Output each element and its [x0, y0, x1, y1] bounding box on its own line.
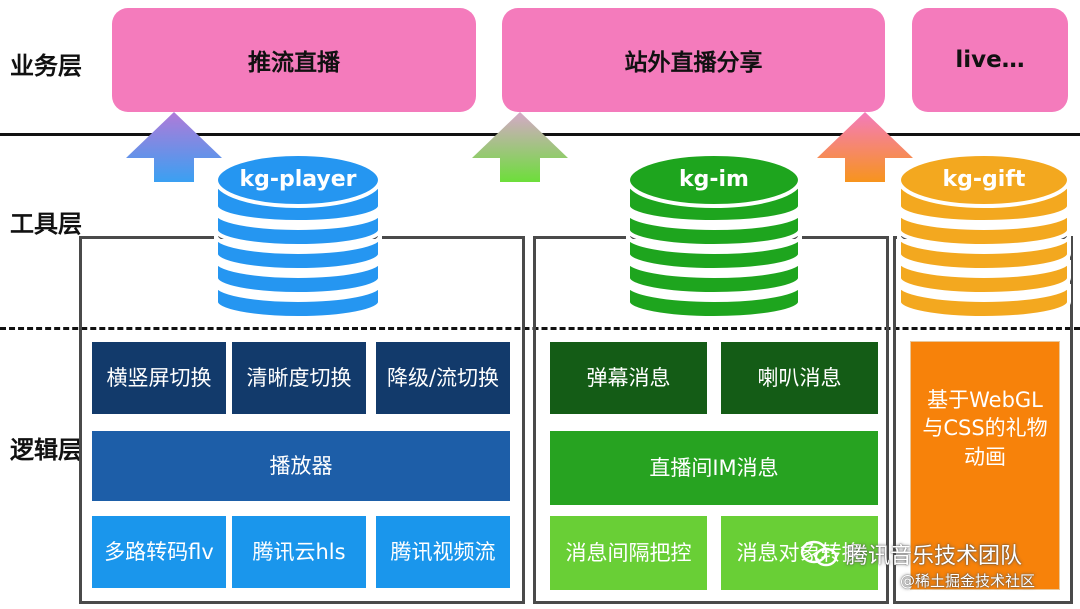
gift-tile-line-2: 与CSS的礼物 — [922, 416, 1048, 441]
wechat-icon — [800, 540, 838, 567]
biz-box-live-more-label: live… — [955, 47, 1025, 73]
database-green-icon — [626, 152, 802, 320]
db-kg-gift: kg-gift — [896, 150, 1072, 320]
db-kg-im: kg-im — [625, 150, 803, 320]
tile-tencent-cloud-hls: 腾讯云hls — [232, 516, 366, 588]
database-blue-icon — [214, 152, 382, 320]
tile-horn-message: 喇叭消息 — [721, 342, 878, 414]
biz-box-push-stream-label: 推流直播 — [248, 50, 340, 76]
up-arrow-blue-icon — [126, 112, 222, 182]
watermark: 腾讯音乐技术团队 @稀土掘金技术社区 — [800, 538, 1035, 591]
tile-definition-switch: 清晰度切换 — [232, 342, 366, 414]
biz-box-offsite-share-label: 站外直播分享 — [624, 50, 763, 76]
layer-label-business: 业务层 — [10, 52, 82, 80]
gift-tile-line-3: 动画 — [964, 444, 1006, 469]
db-kg-im-label: kg-im — [679, 167, 749, 192]
database-orange-icon — [897, 152, 1071, 320]
biz-box-offsite-share: 站外直播分享 — [502, 8, 885, 112]
tile-multi-transcode-flv: 多路转码flv — [92, 516, 226, 588]
db-kg-gift-label: kg-gift — [942, 167, 1026, 192]
biz-box-live-more: live… — [912, 8, 1068, 112]
layer-label-logic: 逻辑层 — [10, 436, 82, 464]
gift-tile-line-1: 基于WebGL — [927, 387, 1043, 412]
tile-message-interval-control: 消息间隔把控 — [550, 516, 707, 590]
watermark-main-text: 腾讯音乐技术团队 — [846, 544, 1023, 569]
tile-player: 播放器 — [92, 431, 510, 501]
layer-label-tools: 工具层 — [10, 210, 82, 238]
watermark-sub-text: @稀土掘金技术社区 — [900, 572, 1036, 590]
db-kg-player-label: kg-player — [239, 167, 357, 192]
up-arrow-orange-icon — [817, 112, 913, 182]
db-kg-player: kg-player — [213, 150, 383, 320]
up-arrow-green-icon — [472, 112, 568, 182]
tile-message-object-convert: 消息对象转换 — [721, 516, 878, 590]
tile-orientation-switch: 横竖屏切换 — [92, 342, 226, 414]
tile-webgl-css-gift-animation: 基于WebGL 与CSS的礼物 动画 — [910, 341, 1060, 590]
biz-box-push-stream: 推流直播 — [112, 8, 476, 112]
tile-tencent-video-stream: 腾讯视频流 — [376, 516, 510, 588]
tile-room-im-message: 直播间IM消息 — [550, 431, 878, 505]
logic-divider-dashed-line — [0, 327, 1080, 330]
tile-downgrade-stream-switch: 降级/流切换 — [376, 342, 510, 414]
tile-danmaku-message: 弹幕消息 — [550, 342, 707, 414]
